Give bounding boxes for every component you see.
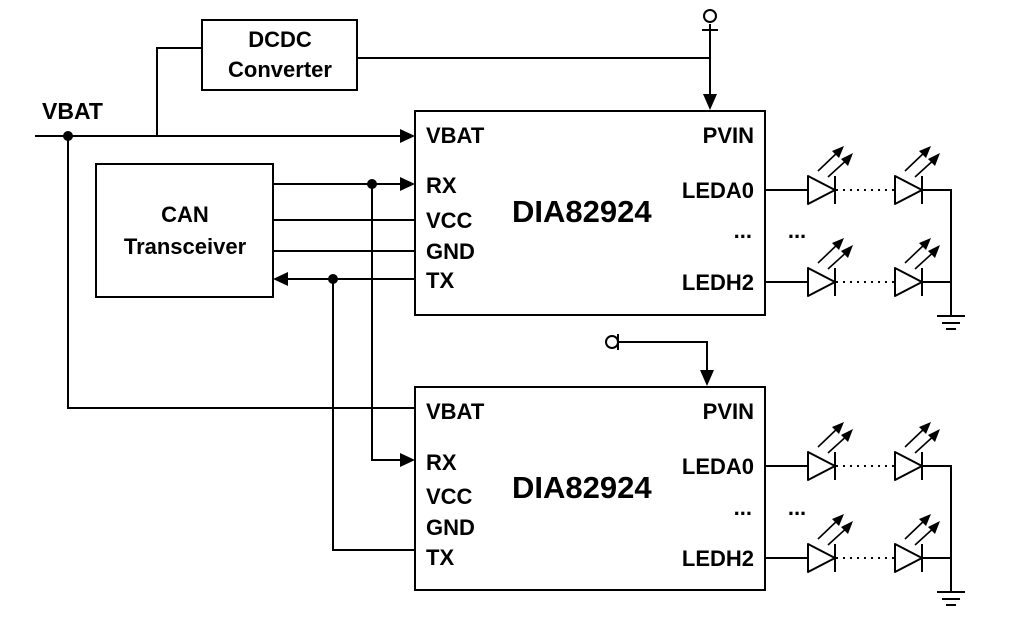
chip-1: DIA82924 VBAT RX VCC GND TX PVIN LEDA0 .… xyxy=(414,110,806,316)
dcdc-converter-block xyxy=(201,19,358,91)
pin-leda0: LEDA0 xyxy=(682,454,754,479)
led-icon xyxy=(894,145,941,205)
pin-gnd: GND xyxy=(426,515,475,540)
pin-vbat: VBAT xyxy=(426,399,485,424)
led-rows-ellipsis: ... xyxy=(788,218,806,243)
can-label-line1: CAN xyxy=(161,202,209,227)
ground-icon xyxy=(936,315,966,330)
led-icon xyxy=(807,237,854,297)
vbat-input-label: VBAT xyxy=(42,98,103,124)
chip-body xyxy=(414,110,766,316)
pin-ledh2: LEDH2 xyxy=(682,270,754,295)
tx-from-chip2-wire xyxy=(332,279,415,551)
pin-gnd: GND xyxy=(426,239,475,264)
pin-rx: RX xyxy=(426,450,457,475)
pin-pvin: PVIN xyxy=(703,399,754,424)
chip-2: DIA82924 VBAT RX VCC GND TX PVIN LEDA0 .… xyxy=(414,386,806,591)
led-return-wire xyxy=(922,465,952,592)
vbat-to-chip2-wire xyxy=(67,136,415,409)
led-icon xyxy=(807,145,854,205)
pvin2-wire xyxy=(618,341,708,372)
led-icon xyxy=(894,421,941,481)
rx-to-chip2-wire xyxy=(371,184,402,461)
can-transceiver-block xyxy=(95,163,274,298)
pin-ellipsis: ... xyxy=(734,495,752,520)
pin-tx: TX xyxy=(426,545,454,570)
vbat-to-dcdc-wire xyxy=(156,47,202,136)
arrow-icon xyxy=(400,129,415,143)
led-icon xyxy=(807,513,854,573)
dcdc-label-line1: DCDC xyxy=(248,27,312,52)
pin-rx: RX xyxy=(426,173,457,198)
arrow-icon xyxy=(700,370,714,386)
led-icon xyxy=(894,237,941,297)
pin-leda0: LEDA0 xyxy=(682,178,754,203)
chip-name: DIA82924 xyxy=(512,194,652,229)
arrow-icon xyxy=(400,453,415,467)
pin-vcc: VCC xyxy=(426,208,473,233)
dcdc-to-pvin-wire xyxy=(357,57,711,96)
pin-pvin: PVIN xyxy=(703,123,754,148)
power-terminal-icon xyxy=(605,335,619,349)
arrow-icon xyxy=(273,272,288,286)
chip-body xyxy=(414,386,766,591)
led-icon xyxy=(894,513,941,573)
led-icon xyxy=(807,421,854,481)
can-label-line2: Transceiver xyxy=(124,234,247,259)
arrow-icon xyxy=(703,94,717,110)
ground-icon xyxy=(936,591,966,606)
led-return-wire xyxy=(922,189,952,316)
led-rows-ellipsis: ... xyxy=(788,495,806,520)
pin-tx: TX xyxy=(426,268,454,293)
arrow-icon xyxy=(400,177,415,191)
pin-vcc: VCC xyxy=(426,484,473,509)
chip-name: DIA82924 xyxy=(512,470,652,505)
pin-ellipsis: ... xyxy=(734,218,752,243)
power-terminal-icon xyxy=(703,9,717,23)
pin-ledh2: LEDH2 xyxy=(682,546,754,571)
dcdc-label-line2: Converter xyxy=(228,57,332,82)
pin-vbat: VBAT xyxy=(426,123,485,148)
